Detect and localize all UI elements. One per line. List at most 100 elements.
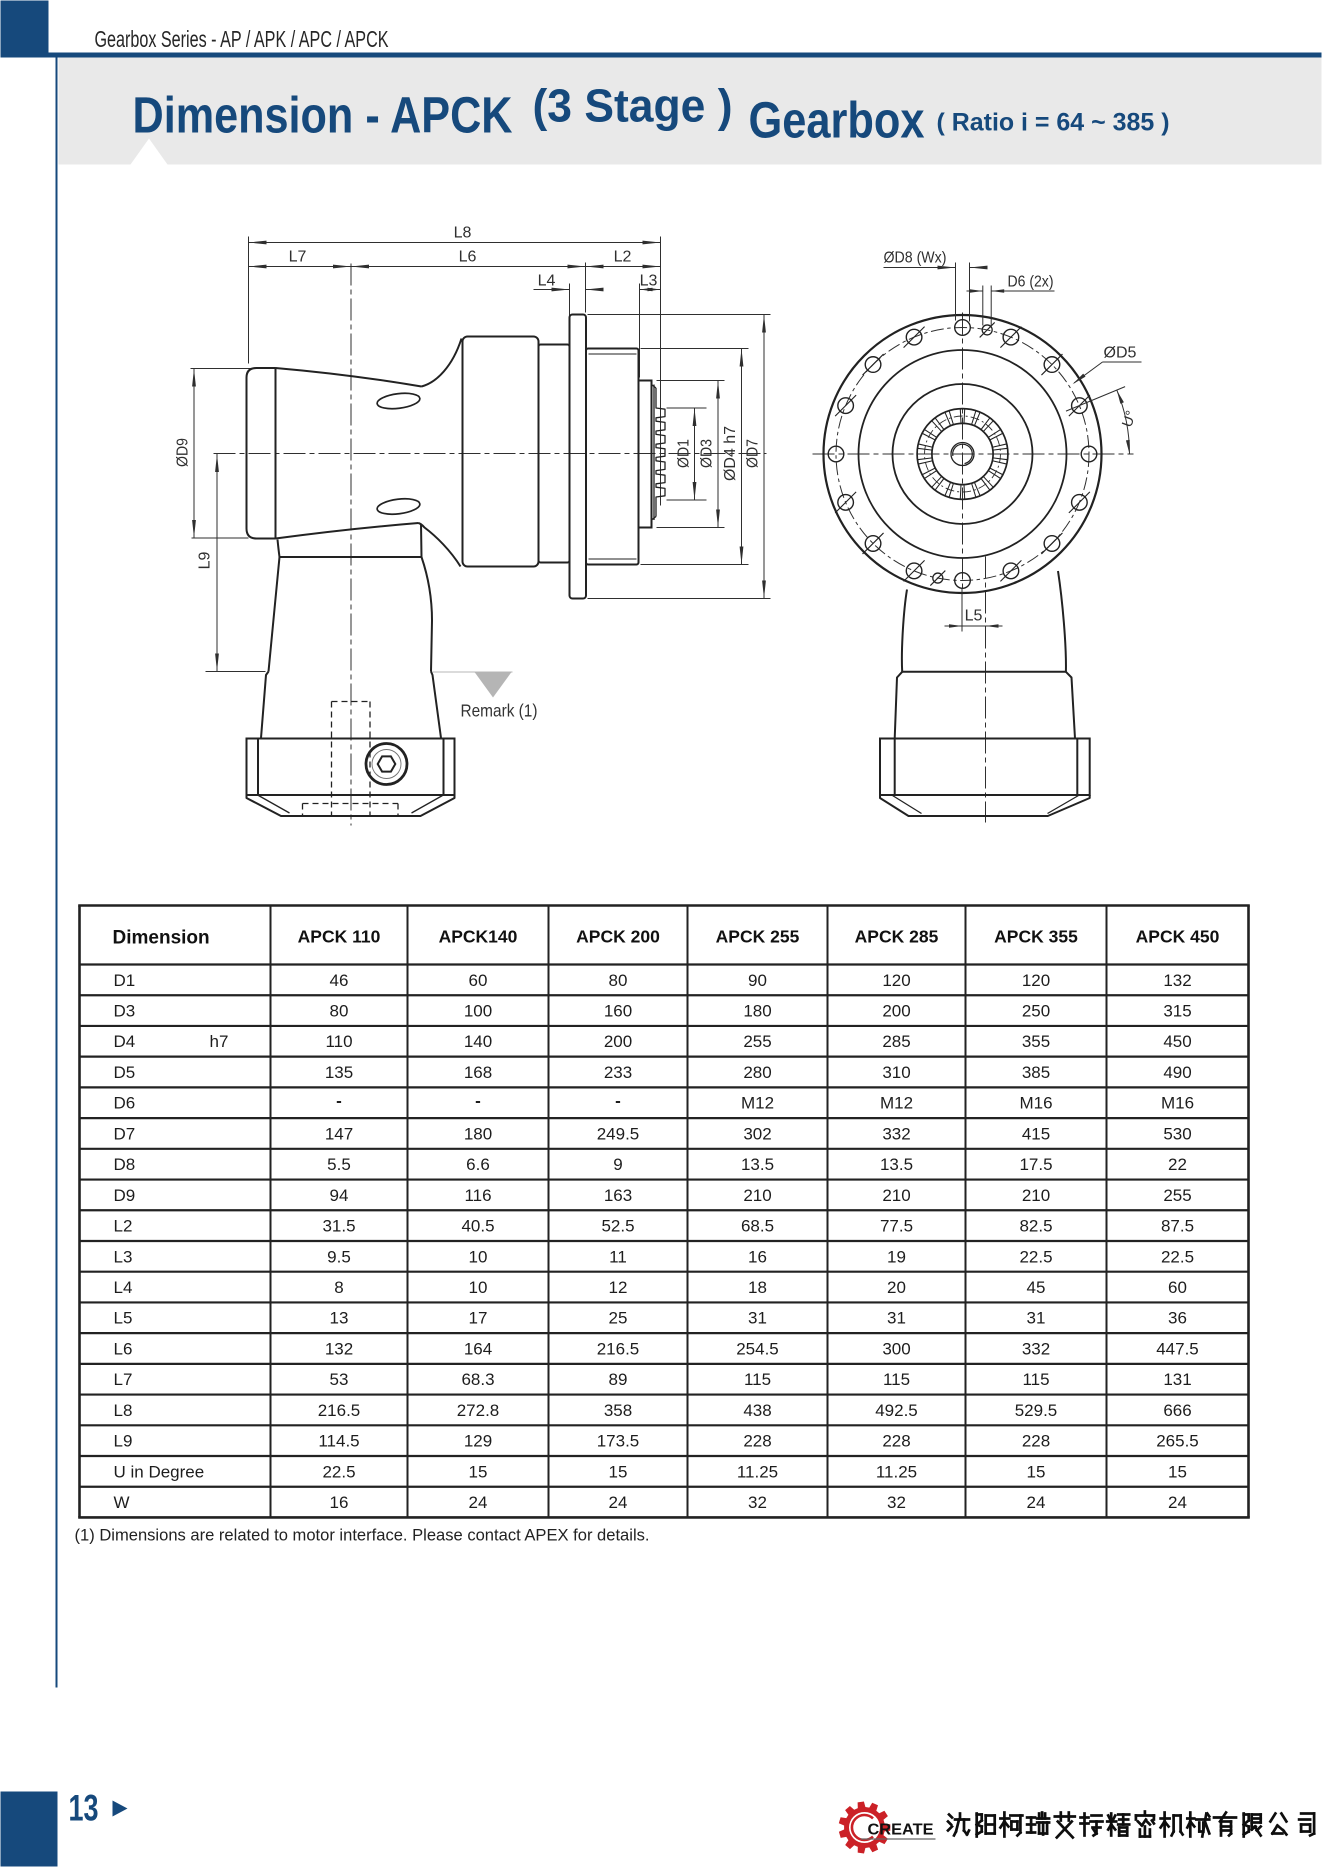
svg-text:25: 25 <box>609 1309 628 1328</box>
svg-text:22: 22 <box>1168 1155 1187 1174</box>
svg-text:210: 210 <box>882 1186 910 1205</box>
svg-text:L5: L5 <box>965 608 983 625</box>
svg-text:CREATE: CREATE <box>868 1822 934 1839</box>
svg-text:53: 53 <box>330 1370 349 1389</box>
svg-text:530: 530 <box>1163 1124 1191 1143</box>
svg-text:147: 147 <box>325 1124 353 1143</box>
svg-text:L8: L8 <box>454 225 472 242</box>
svg-text:D7: D7 <box>114 1124 136 1143</box>
svg-text:13: 13 <box>330 1309 349 1328</box>
svg-text:173.5: 173.5 <box>597 1432 640 1451</box>
svg-text:310: 310 <box>882 1063 910 1082</box>
svg-text:358: 358 <box>604 1401 632 1420</box>
svg-text:168: 168 <box>464 1063 492 1082</box>
svg-text:24: 24 <box>1027 1493 1046 1512</box>
svg-text:315: 315 <box>1163 1002 1191 1021</box>
svg-text:U in Degree: U in Degree <box>114 1462 205 1481</box>
svg-text:L3: L3 <box>640 273 658 290</box>
svg-text:L4: L4 <box>538 273 556 290</box>
svg-text:M16: M16 <box>1019 1094 1052 1113</box>
svg-text:228: 228 <box>882 1432 910 1451</box>
svg-text:115: 115 <box>883 1370 910 1389</box>
svg-text:160: 160 <box>604 1002 632 1021</box>
svg-text:15: 15 <box>1027 1462 1046 1481</box>
svg-text:18: 18 <box>748 1278 767 1297</box>
svg-text:(3 Stage ): (3 Stage ) <box>533 80 733 132</box>
svg-text:19: 19 <box>887 1247 906 1266</box>
svg-text:13: 13 <box>69 1788 99 1829</box>
svg-text:APCK 285: APCK 285 <box>855 927 939 947</box>
svg-text:24: 24 <box>609 1493 628 1512</box>
svg-text:17: 17 <box>469 1309 488 1328</box>
svg-text:ØD3: ØD3 <box>699 439 716 468</box>
svg-text:32: 32 <box>887 1493 906 1512</box>
svg-text:L3: L3 <box>114 1247 133 1266</box>
svg-text:ØD8 (Wx): ØD8 (Wx) <box>884 250 947 267</box>
svg-text:272.8: 272.8 <box>457 1401 500 1420</box>
svg-text:250: 250 <box>1022 1002 1050 1021</box>
svg-text:132: 132 <box>325 1339 353 1358</box>
svg-text:D3: D3 <box>114 1002 136 1021</box>
svg-text:115: 115 <box>744 1370 771 1389</box>
svg-text:11: 11 <box>609 1247 627 1266</box>
svg-text:332: 332 <box>1022 1339 1050 1358</box>
svg-text:L5: L5 <box>114 1309 133 1328</box>
svg-text:L9: L9 <box>197 552 214 570</box>
svg-text:129: 129 <box>464 1432 492 1451</box>
svg-text:ØD7: ØD7 <box>745 439 762 468</box>
svg-text:200: 200 <box>604 1032 632 1051</box>
svg-text:L6: L6 <box>114 1339 133 1358</box>
svg-text:Gearbox: Gearbox <box>749 92 925 149</box>
svg-text:228: 228 <box>743 1432 771 1451</box>
svg-text:447.5: 447.5 <box>1156 1339 1199 1358</box>
svg-text:300: 300 <box>882 1339 910 1358</box>
svg-text:D8: D8 <box>114 1155 136 1174</box>
svg-text:L7: L7 <box>289 249 307 266</box>
svg-text:8: 8 <box>334 1278 343 1297</box>
svg-text:450: 450 <box>1163 1032 1191 1051</box>
svg-text:255: 255 <box>1163 1186 1191 1205</box>
svg-text:131: 131 <box>1163 1370 1191 1389</box>
svg-text:D6 (2x): D6 (2x) <box>1008 274 1054 291</box>
svg-text:12: 12 <box>609 1278 628 1297</box>
svg-text:120: 120 <box>882 971 910 990</box>
svg-text:L2: L2 <box>614 249 632 266</box>
svg-text:17.5: 17.5 <box>1019 1155 1052 1174</box>
svg-text:249.5: 249.5 <box>597 1124 640 1143</box>
svg-text:40.5: 40.5 <box>461 1217 494 1236</box>
svg-text:438: 438 <box>743 1401 771 1420</box>
svg-text:10: 10 <box>469 1278 488 1297</box>
svg-text:15: 15 <box>469 1462 488 1481</box>
svg-text:9: 9 <box>613 1155 622 1174</box>
svg-text:265.5: 265.5 <box>1156 1432 1199 1451</box>
svg-text:11.25: 11.25 <box>876 1462 917 1481</box>
svg-text:11.25: 11.25 <box>737 1462 778 1481</box>
svg-text:h7: h7 <box>210 1032 229 1051</box>
svg-text:-: - <box>475 1092 481 1111</box>
svg-text:31: 31 <box>887 1309 906 1328</box>
svg-text:24: 24 <box>469 1493 488 1512</box>
svg-text:ØD9: ØD9 <box>175 438 192 467</box>
svg-text:ØD5: ØD5 <box>1104 345 1137 362</box>
svg-text:163: 163 <box>604 1186 632 1205</box>
svg-text:68.3: 68.3 <box>461 1370 494 1389</box>
svg-text:77.5: 77.5 <box>880 1217 913 1236</box>
svg-text:45: 45 <box>1027 1278 1046 1297</box>
svg-text:W: W <box>114 1493 130 1512</box>
svg-text:APCK 110: APCK 110 <box>298 927 381 947</box>
svg-text:13.5: 13.5 <box>741 1155 774 1174</box>
svg-text:285: 285 <box>882 1032 910 1051</box>
svg-text:Dimension - APCK: Dimension - APCK <box>133 87 513 144</box>
svg-text:D4: D4 <box>114 1032 136 1051</box>
svg-text:L9: L9 <box>114 1432 133 1451</box>
svg-text:60: 60 <box>469 971 488 990</box>
svg-text:31: 31 <box>1027 1309 1046 1328</box>
svg-text:120: 120 <box>1022 971 1050 990</box>
svg-text:60: 60 <box>1168 1278 1187 1297</box>
svg-text:D9: D9 <box>114 1186 136 1205</box>
svg-text:36: 36 <box>1168 1309 1187 1328</box>
svg-text:228: 228 <box>1022 1432 1050 1451</box>
svg-text:22.5: 22.5 <box>1161 1247 1194 1266</box>
svg-text:180: 180 <box>743 1002 771 1021</box>
svg-text:M12: M12 <box>741 1094 774 1113</box>
